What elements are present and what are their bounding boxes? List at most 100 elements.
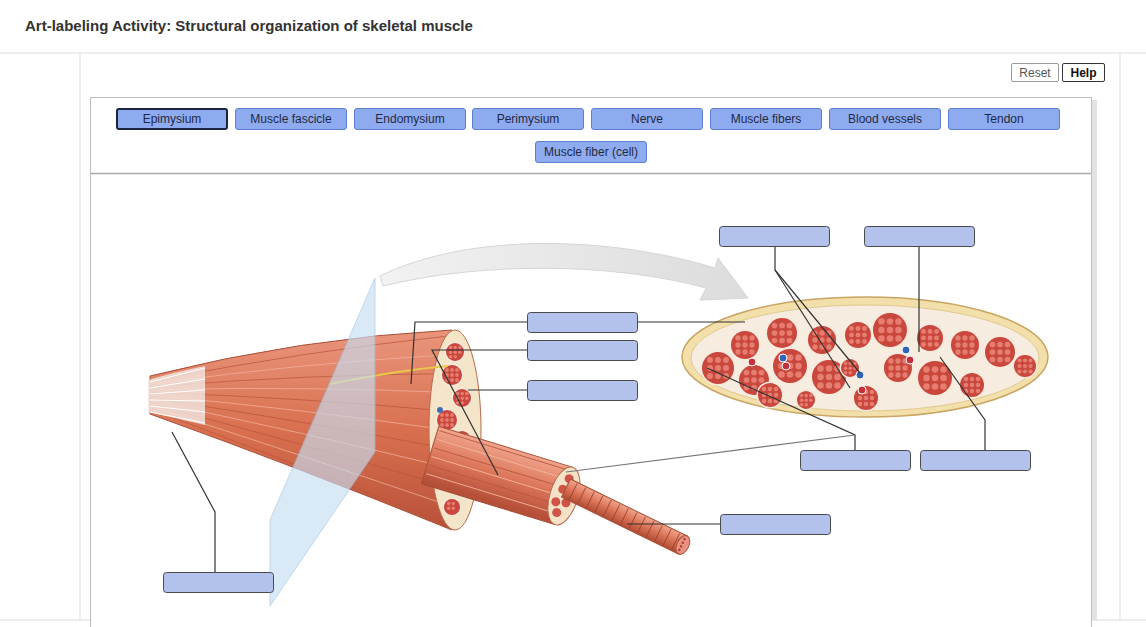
muscle-fiber-section	[934, 342, 939, 347]
myofibril	[678, 548, 681, 551]
muscle-fiber-section	[928, 342, 933, 347]
muscle-fiber-section	[955, 342, 960, 347]
muscle-fiber-section	[795, 354, 801, 360]
muscle-fiber-section	[962, 342, 967, 347]
muscle-fiber-section	[779, 323, 785, 329]
muscle-fiber-section	[817, 365, 823, 371]
button-label: Reset	[1019, 66, 1050, 80]
muscle-fiber-section	[451, 506, 455, 510]
fascicle	[854, 386, 878, 410]
button-label: Muscle fibers	[731, 112, 802, 126]
muscle-fiber-section	[923, 375, 929, 381]
muscle-fiber-section	[862, 339, 867, 344]
perimysium-ring	[984, 336, 1017, 369]
tendon-fiber	[150, 400, 205, 401]
perimysium-ring	[730, 330, 761, 361]
fascicle	[797, 391, 815, 409]
button-label: Nerve	[631, 112, 663, 126]
fiber-band	[569, 483, 577, 499]
muscle-fiber-section	[800, 403, 804, 407]
section-plane	[270, 278, 375, 606]
muscle-fiber-section	[962, 335, 967, 340]
leader-line	[627, 523, 720, 524]
muscle-fiber-section	[751, 377, 757, 383]
muscle-fiber-section	[887, 327, 893, 333]
muscle-fiber-section	[932, 383, 938, 389]
button-label: Tendon	[984, 112, 1023, 126]
fiber-band	[663, 529, 671, 545]
fascicle	[702, 352, 734, 384]
muscle-fiber-section	[826, 365, 832, 371]
drop-target-box	[801, 451, 911, 471]
activity-panel	[91, 98, 1092, 627]
muscle-fiber-section	[887, 318, 893, 324]
fiber-line	[429, 465, 559, 505]
fascicle	[731, 331, 759, 359]
muscle-fiber-section	[779, 338, 785, 344]
muscle-fiber-section	[762, 399, 767, 404]
fiber-line	[426, 474, 556, 514]
muscle-fiber-section	[749, 342, 754, 347]
drop-target-box	[721, 515, 831, 535]
perimysium-ring	[796, 390, 817, 411]
muscle-fiber-section	[826, 344, 831, 349]
muscle-fiber-section	[768, 399, 773, 404]
perimysium-ring	[916, 324, 945, 353]
fascicle	[758, 383, 782, 407]
fascicle	[808, 326, 836, 354]
muscle-fiber-section	[1017, 358, 1021, 362]
muscle-fiber-section	[928, 329, 933, 334]
muscle-fiber-section	[795, 371, 801, 377]
muscle-fiber-section	[744, 370, 750, 376]
muscle-fiber-section	[460, 396, 464, 400]
perimysium-ring	[443, 498, 462, 517]
muscle-fiber-section	[742, 335, 747, 340]
button-label: Muscle fiber (cell)	[544, 145, 638, 159]
drop-target-box	[720, 227, 830, 247]
fiber-band	[620, 508, 628, 524]
fiber-band	[586, 492, 594, 508]
leader-line	[172, 432, 215, 572]
muscle-fiber-section	[969, 349, 974, 354]
muscle-fiber-section	[453, 346, 457, 350]
myofibril	[681, 541, 684, 544]
muscle-fiber-section	[997, 342, 1003, 348]
muscle-fiber-section	[759, 370, 765, 376]
muscle-fiber-section	[440, 413, 444, 417]
panel-shadow	[1092, 100, 1097, 620]
label-chip: Muscle fibers	[710, 108, 822, 130]
perimysium-ring	[872, 312, 909, 349]
label-chip: Blood vessels	[829, 108, 941, 130]
muscle-fiber-section	[450, 413, 454, 417]
muscle-fiber-section	[759, 377, 765, 383]
muscle-fiber-section	[450, 378, 454, 382]
muscle-fiber-section	[715, 365, 721, 371]
muscle-fiber-section	[449, 346, 453, 350]
muscle-fiber-section	[878, 327, 884, 333]
fiber-band	[595, 496, 603, 512]
muscle-fiber-section	[451, 502, 455, 506]
blood-vessel	[906, 356, 914, 364]
tendon-fiber	[150, 390, 205, 394]
fascicle	[917, 325, 943, 351]
fiber-band	[655, 525, 663, 541]
muscle-fiber-section	[778, 371, 784, 377]
muscle-fiber-section	[934, 336, 939, 341]
muscle-fiber-section	[779, 330, 785, 336]
muscle-fiber-section	[1023, 369, 1027, 373]
blood-vessel	[748, 358, 756, 366]
fascicle	[773, 349, 807, 383]
muscle-fiber-section	[800, 394, 804, 398]
muscle-fiber-section	[887, 335, 893, 341]
muscle-fiber-section	[870, 390, 875, 395]
fascicle	[951, 331, 979, 359]
muscle-fiber-cylinder	[562, 479, 693, 557]
muscle-fiber-section	[455, 368, 459, 372]
fiber-band	[638, 517, 646, 533]
muscle-fiber-section	[804, 403, 808, 407]
muscle-fiber-section	[749, 349, 754, 354]
muscle-fiber-section	[921, 329, 926, 334]
leader-line	[918, 246, 919, 352]
muscle-fiber-section	[787, 330, 793, 336]
blood-vessel	[782, 362, 790, 370]
